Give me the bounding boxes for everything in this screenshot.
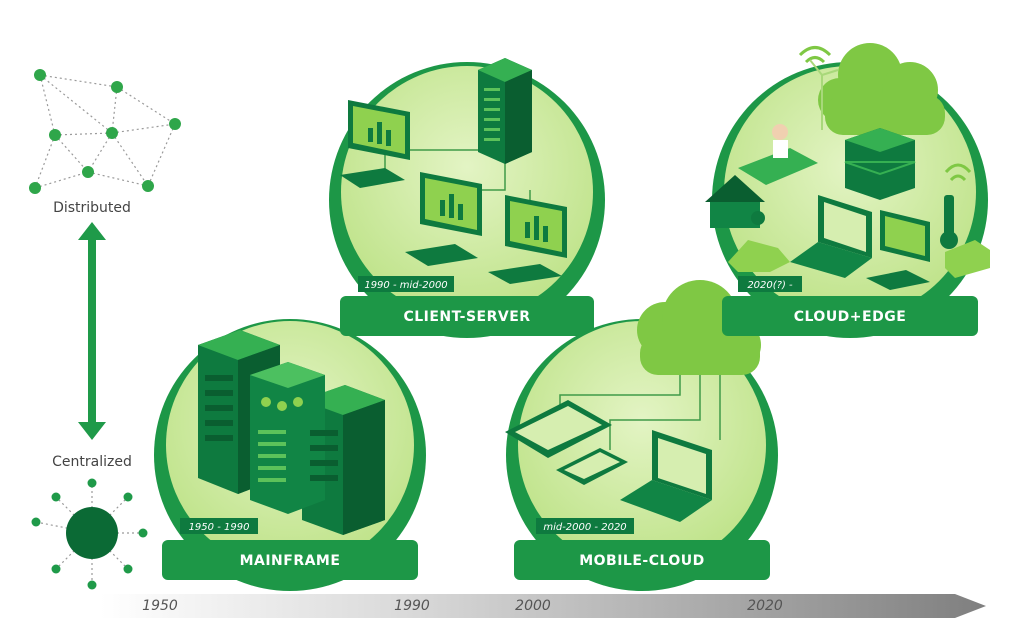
wind-turbine-icon bbox=[809, 59, 839, 130]
location-pin-icon bbox=[751, 211, 765, 225]
mobile-cloud-icon bbox=[505, 280, 761, 522]
distributed-network-icon bbox=[29, 69, 181, 194]
era-title-mainframe: MAINFRAME bbox=[240, 553, 341, 569]
era-title-cloud-edge: CLOUD+EDGE bbox=[794, 309, 907, 325]
cloud-icon bbox=[818, 43, 945, 135]
robot-arm-icon bbox=[940, 195, 958, 249]
centralized-hub-icon bbox=[31, 478, 148, 590]
double-arrow-icon bbox=[78, 222, 106, 440]
house-icon bbox=[705, 175, 765, 228]
cloud-edge-icon bbox=[705, 43, 990, 290]
wifi-icon bbox=[798, 46, 832, 64]
era-title-mobile-cloud: MOBILE-CLOUD bbox=[579, 553, 705, 569]
era-mobile-cloud: mid-2000 - 2020 MOBILE-CLOUD bbox=[505, 280, 778, 591]
era-years-cloud-edge: 2020(?) - bbox=[747, 280, 793, 291]
era-client-server: 1990 - mid-2000 CLIENT-SERVER bbox=[329, 58, 605, 338]
mainframe-icon bbox=[198, 330, 385, 535]
client-server-icon bbox=[340, 58, 567, 284]
era-cloud-edge: 2020(?) - CLOUD+EDGE bbox=[705, 43, 990, 338]
car-icon bbox=[728, 240, 790, 272]
distributed-label: Distributed bbox=[53, 200, 131, 216]
timeline-bar bbox=[100, 594, 986, 618]
era-years-client-server: 1990 - mid-2000 bbox=[364, 280, 447, 291]
era-mainframe: 1950 - 1990 MAINFRAME bbox=[154, 319, 426, 591]
centralized-label: Centralized bbox=[52, 454, 132, 470]
era-years-mainframe: 1950 - 1990 bbox=[189, 522, 250, 533]
timeline-tick-1990: 1990 bbox=[394, 598, 430, 614]
timeline-tick-2000: 2000 bbox=[515, 598, 551, 614]
truck-icon bbox=[945, 240, 990, 278]
era-years-mobile-cloud: mid-2000 - 2020 bbox=[543, 522, 626, 533]
timeline-tick-2020: 2020 bbox=[747, 598, 783, 614]
era-title-client-server: CLIENT-SERVER bbox=[403, 309, 530, 325]
timeline-tick-1950: 1950 bbox=[142, 598, 178, 614]
